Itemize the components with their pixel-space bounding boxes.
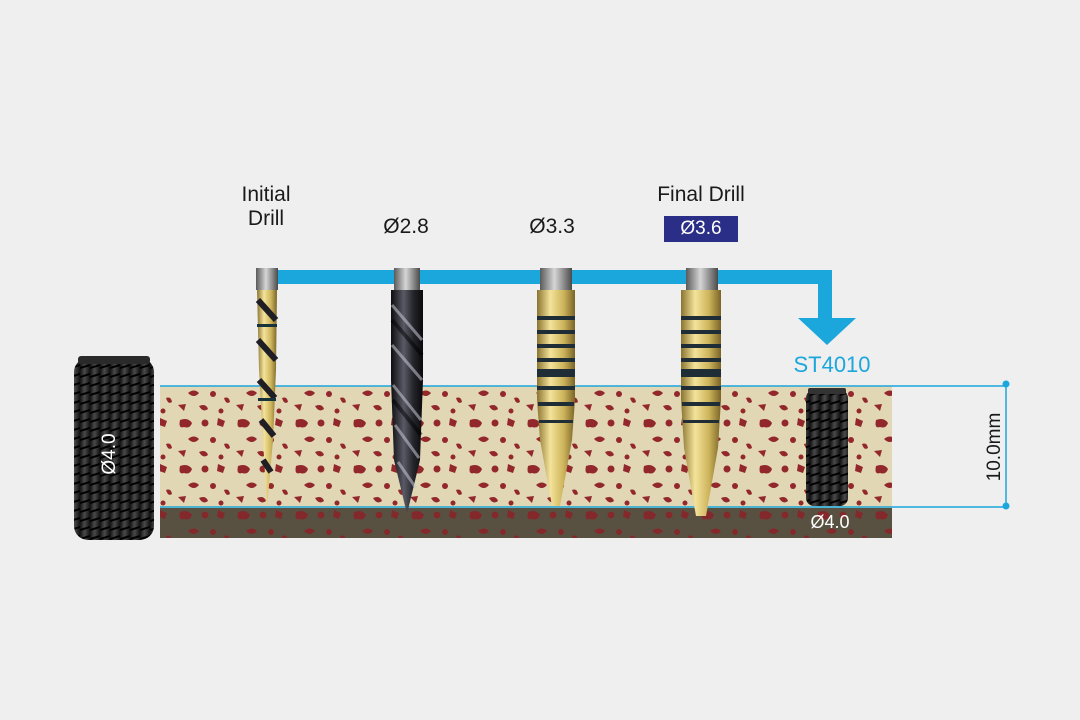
final-drill-3-6 <box>681 268 721 516</box>
final-drill-label: Final Drill <box>657 183 745 206</box>
depth-dimension <box>1002 380 1010 510</box>
bone-block <box>160 385 1008 538</box>
drill-3-3 <box>537 268 575 506</box>
depth-label: 10.0mm <box>984 412 1005 482</box>
bone-implant-diameter-label: Ø4.0 <box>810 512 850 532</box>
drill-2-8 <box>390 268 424 514</box>
initial-drill <box>255 268 279 508</box>
final-drill-diameter-badge: Ø3.6 <box>664 216 738 242</box>
drill-2-8-label: Ø2.8 <box>383 215 429 238</box>
initial-drill-label: Initial Drill <box>241 183 291 230</box>
standalone-implant <box>74 356 154 540</box>
implant-model-label: ST4010 <box>793 352 871 377</box>
implant-in-bone <box>806 388 848 506</box>
implant-diameter-label: Ø4.0 <box>99 433 120 475</box>
drill-3-3-label: Ø3.3 <box>529 215 575 238</box>
